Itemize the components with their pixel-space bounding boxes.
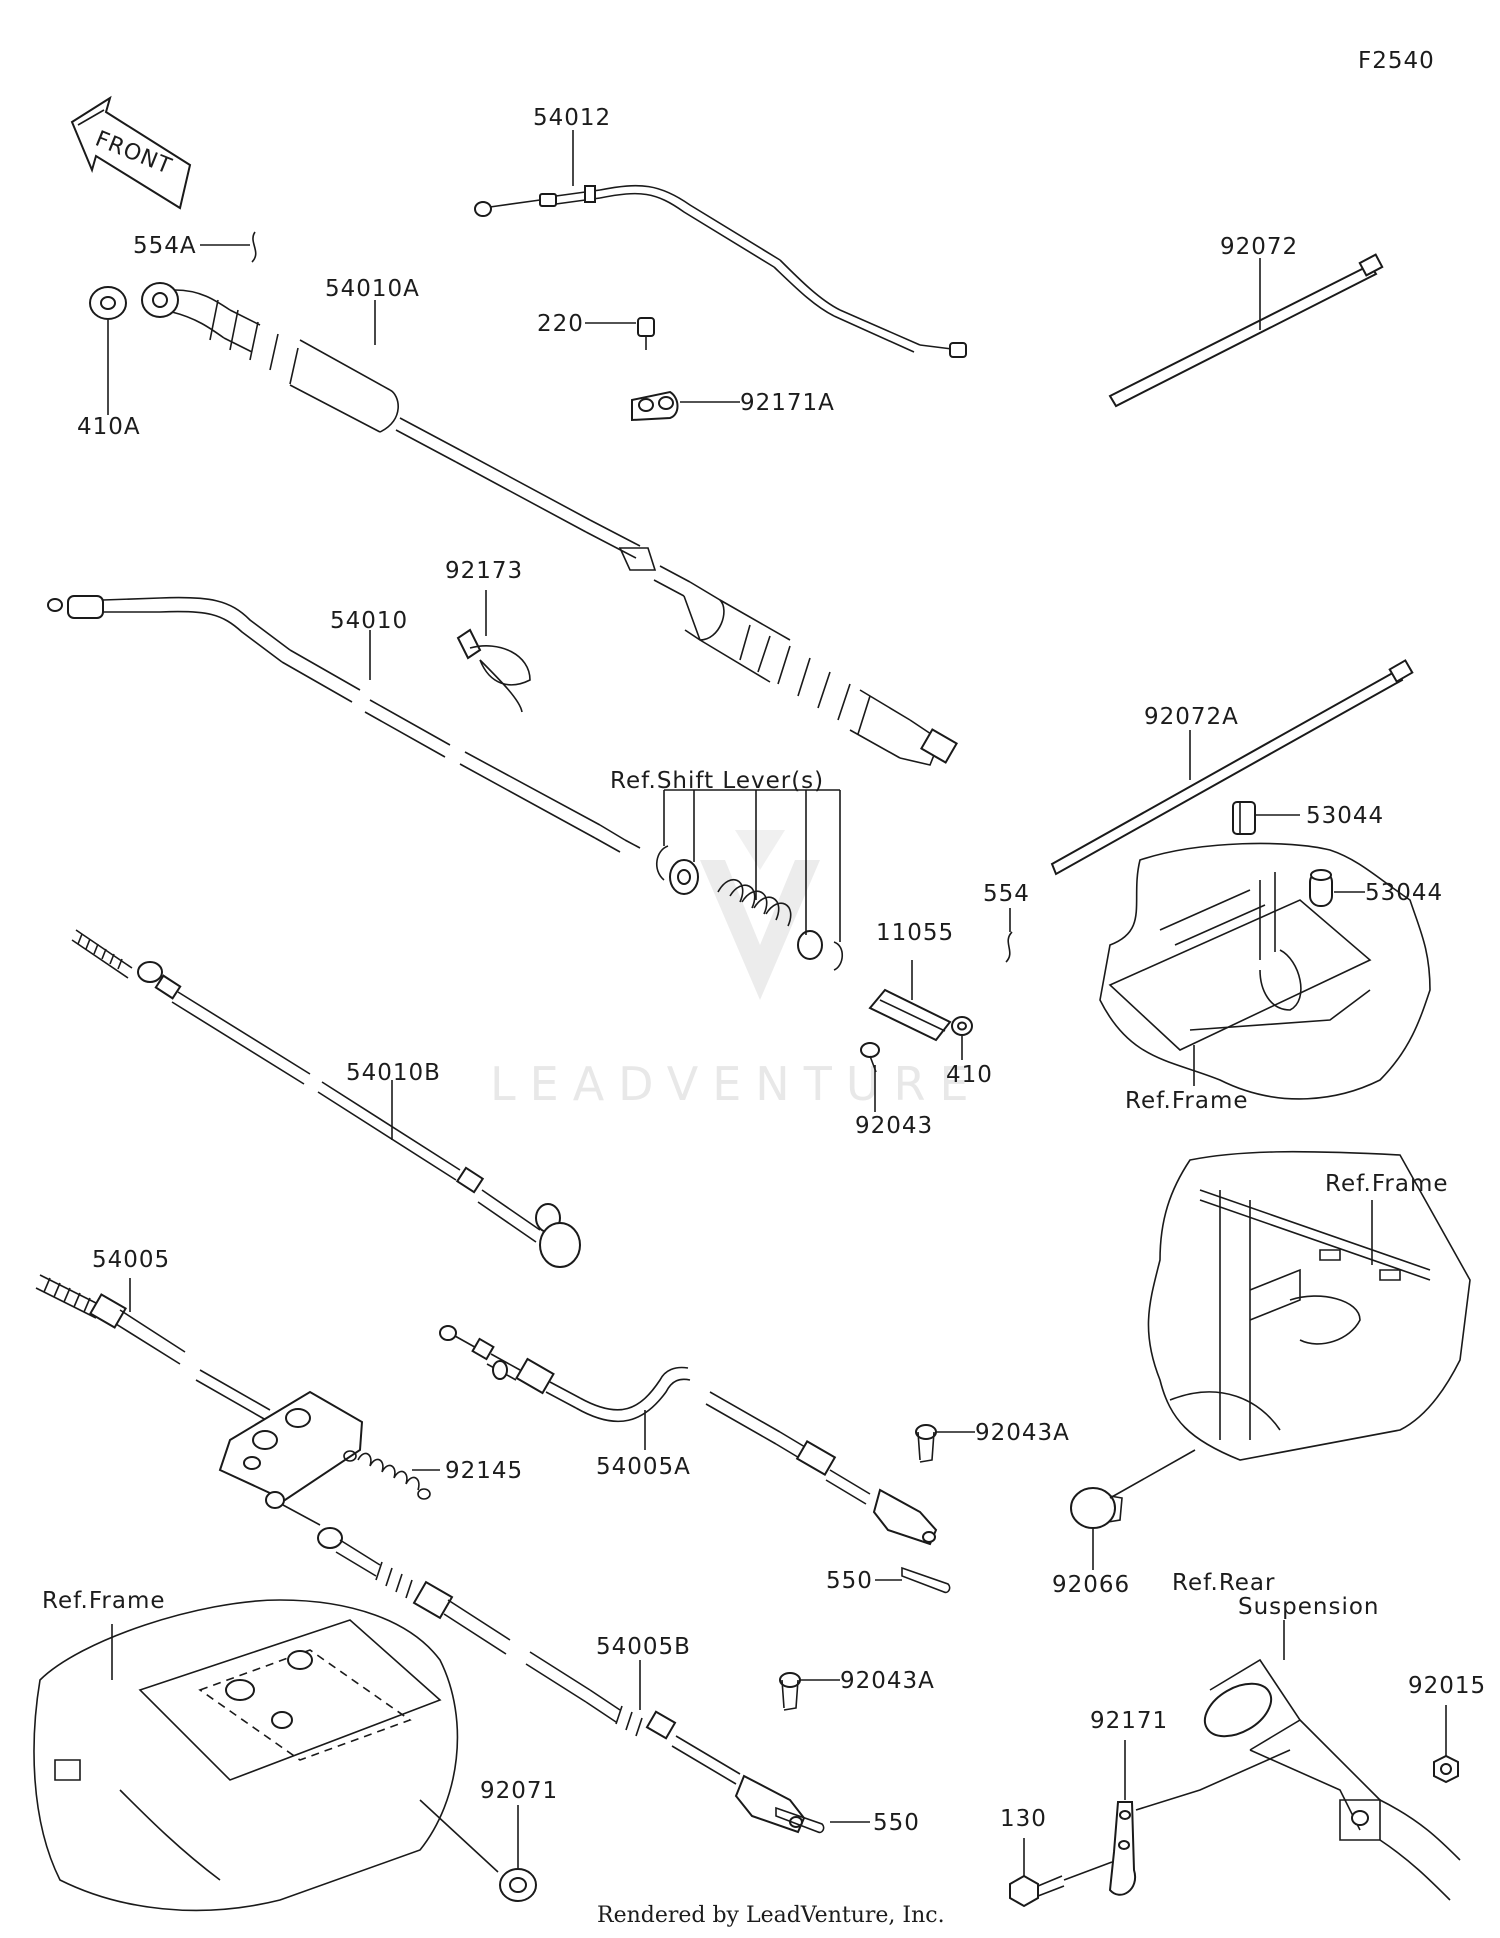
label-554: 554 xyxy=(983,881,1030,907)
label-92071: 92071 xyxy=(480,1778,558,1804)
label-54005: 54005 xyxy=(92,1247,170,1273)
figure-code: F2540 xyxy=(1358,48,1435,74)
label-53044-a: 53044 xyxy=(1306,803,1384,829)
part-53044-a xyxy=(1232,801,1256,835)
footer-credit: Rendered by LeadVenture, Inc. xyxy=(597,1903,945,1928)
clamp-92171A xyxy=(631,390,679,422)
cotter-550-a xyxy=(901,1566,951,1594)
label-54012: 54012 xyxy=(533,105,611,131)
label-11055: 11055 xyxy=(876,920,954,946)
label-92171A: 92171A xyxy=(740,390,835,416)
label-54010: 54010 xyxy=(330,608,408,634)
part-11055 xyxy=(868,988,952,1042)
label-ref-frame-3: Ref.Frame xyxy=(42,1588,166,1614)
label-92173: 92173 xyxy=(445,558,523,584)
part-53044-b xyxy=(1309,869,1333,907)
watermark-text: LEADVENTURE xyxy=(490,1057,983,1111)
cable-54005B xyxy=(265,1491,806,1834)
front-arrow-icon: FRONT xyxy=(70,95,192,210)
label-410A: 410A xyxy=(77,414,141,440)
washer-410 xyxy=(951,1016,973,1036)
label-130: 130 xyxy=(1000,1806,1047,1832)
cable-54005 xyxy=(35,1274,364,1502)
label-92043A-a: 92043A xyxy=(975,1420,1070,1446)
label-92072A: 92072A xyxy=(1144,704,1239,730)
label-54010A: 54010A xyxy=(325,276,420,302)
label-550-a: 550 xyxy=(826,1568,873,1594)
pin-92043A-a xyxy=(915,1424,937,1463)
tie-92072 xyxy=(1108,253,1384,408)
label-54010B: 54010B xyxy=(346,1060,441,1086)
label-92043A-b: 92043A xyxy=(840,1668,935,1694)
label-ref-shift-lever: Ref.Shift Lever(s) xyxy=(610,768,824,794)
frame-section-3 xyxy=(33,1599,459,1912)
label-92066: 92066 xyxy=(1052,1572,1130,1598)
frame-section-2 xyxy=(1147,1150,1471,1461)
label-54005B: 54005B xyxy=(596,1634,691,1660)
cable-54010 xyxy=(47,595,641,853)
clamp-92171 xyxy=(1108,1801,1137,1896)
frame-section-1 xyxy=(1099,842,1431,1100)
leadventure-watermark: LEADVENTURE xyxy=(490,830,983,1111)
plug-92066 xyxy=(1070,1487,1123,1529)
label-ref-rear-2: Suspension xyxy=(1238,1594,1380,1620)
label-220: 220 xyxy=(537,311,584,337)
label-92015: 92015 xyxy=(1408,1673,1486,1699)
label-53044-b: 53044 xyxy=(1365,880,1443,906)
label-92072: 92072 xyxy=(1220,234,1298,260)
spring-92145 xyxy=(343,1450,431,1500)
label-54005A: 54005A xyxy=(596,1454,691,1480)
tie-92072A xyxy=(1050,659,1414,876)
label-92145: 92145 xyxy=(445,1458,523,1484)
label-92043: 92043 xyxy=(855,1113,933,1139)
label-ref-rear-1: Ref.Rear xyxy=(1172,1570,1275,1596)
front-label: FRONT xyxy=(92,127,176,180)
cable-54012 xyxy=(474,130,967,358)
label-92171: 92171 xyxy=(1090,1708,1168,1734)
label-410: 410 xyxy=(946,1062,993,1088)
clip-554A xyxy=(251,231,257,263)
washer-410A xyxy=(89,286,127,320)
clip-554 xyxy=(1005,931,1013,963)
label-550-b: 550 xyxy=(873,1810,920,1836)
grommet-92071 xyxy=(499,1868,537,1902)
cable-54010B xyxy=(71,929,581,1268)
shift-lever-parts xyxy=(656,789,844,971)
pin-92043A-b xyxy=(779,1672,801,1711)
label-ref-frame-1: Ref.Frame xyxy=(1125,1088,1249,1114)
cable-54010A xyxy=(141,282,958,766)
nut-92015 xyxy=(1433,1754,1459,1784)
label-554A: 554A xyxy=(133,233,197,259)
cable-54005A xyxy=(439,1325,938,1546)
cotter-550-b xyxy=(775,1806,825,1834)
label-ref-frame-2: Ref.Frame xyxy=(1325,1171,1449,1197)
rear-suspension-section xyxy=(1203,1620,1461,1901)
bolt-130 xyxy=(1009,1874,1065,1908)
clip-92173 xyxy=(456,628,531,713)
bolt-220 xyxy=(637,317,655,350)
